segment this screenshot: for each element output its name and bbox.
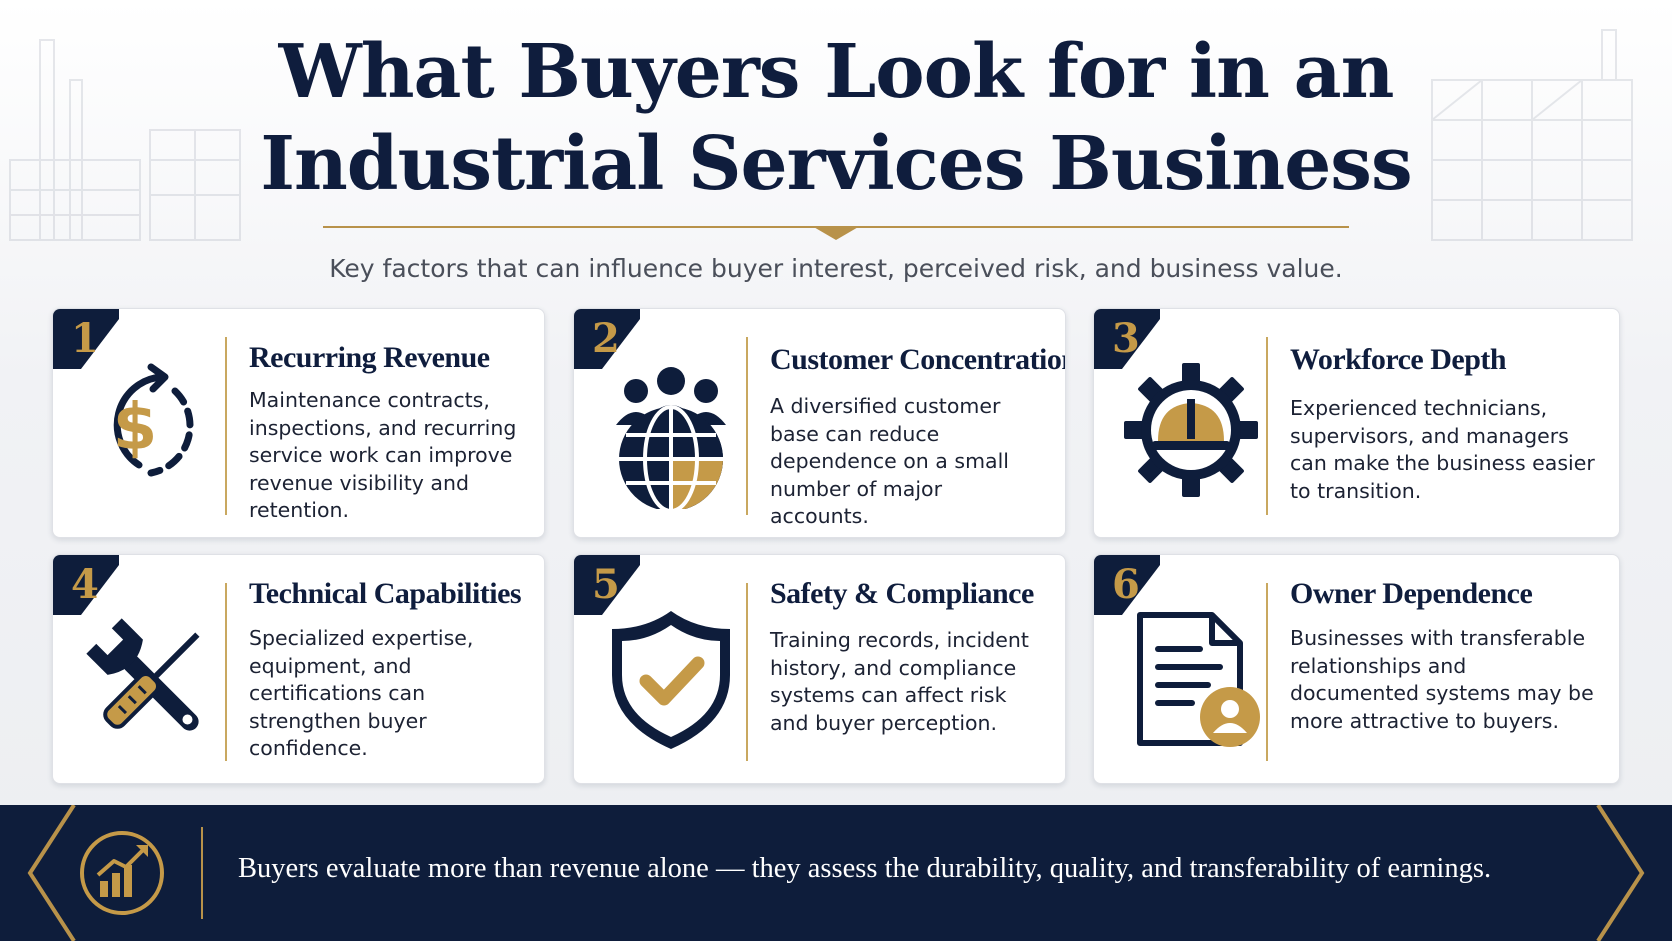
factor-card-owner-dependence: 6 Owner Dependence Businesses with trans…: [1093, 554, 1620, 784]
card-description: Businesses with transferable relationshi…: [1290, 626, 1594, 733]
people-globe-icon: [616, 367, 726, 509]
card-title: Owner Dependence: [1290, 577, 1533, 610]
right-chevron-icon: [1596, 805, 1645, 941]
footer-banner: Buyers evaluate more than revenue alone …: [0, 805, 1672, 941]
card-divider: [225, 583, 227, 761]
page-title-line-2: Industrial Services Business: [260, 121, 1412, 207]
card-divider: [746, 583, 748, 761]
number-badge: [574, 309, 640, 369]
card-number: 4: [71, 561, 99, 608]
factor-card-recurring-revenue: 1 $ Recurring Revenue Maintenance contra…: [52, 308, 545, 538]
svg-text:$: $: [113, 391, 158, 465]
gear-hardhat-icon: [1124, 363, 1258, 497]
factor-card-customer-concentration: 2 Customer Concentration A diversified c…: [573, 308, 1066, 538]
footer-message: Buyers evaluate more than revenue alone …: [238, 853, 1492, 884]
industrial-skyline-left-graphic: [9, 39, 241, 241]
card-divider: [1266, 337, 1268, 515]
card-description: Maintenance contracts, inspections, and …: [249, 388, 517, 522]
shield-check-icon: [612, 611, 730, 749]
card-description: A diversified customer base can reduce d…: [770, 394, 1009, 528]
factor-card-technical-capabilities: 4 Technical Capabilities Specialized exp…: [52, 554, 545, 784]
factor-card-safety-compliance: 5 Safety & Compliance Training records, …: [573, 554, 1066, 784]
title-divider-diamond-icon: [812, 226, 860, 240]
card-description: Experienced technicians, supervisors, an…: [1290, 396, 1595, 503]
document-person-icon: [1137, 612, 1260, 747]
card-divider: [225, 337, 227, 515]
card-number: 2: [592, 315, 620, 362]
page-subtitle: Key factors that can influence buyer int…: [329, 254, 1343, 283]
card-number: 6: [1112, 561, 1140, 608]
left-chevron-icon: [27, 805, 76, 941]
card-description: Training records, incident history, and …: [770, 628, 1029, 735]
number-badge: [1094, 309, 1160, 369]
factor-card-workforce-depth: 3 Workforce Depth Experienced technician…: [1093, 308, 1620, 538]
growth-chart-icon: [80, 831, 164, 915]
card-title: Safety & Compliance: [770, 577, 1034, 610]
card-description: Specialized expertise, equipment, and ce…: [249, 626, 474, 760]
card-number: 1: [71, 315, 99, 362]
card-title: Workforce Depth: [1290, 343, 1507, 376]
card-divider: [746, 337, 748, 515]
number-badge: [574, 555, 640, 615]
dollar-cycle-icon: $: [113, 363, 194, 477]
page-title: What Buyers Look for in an Industrial Se…: [0, 26, 1672, 210]
card-title: Recurring Revenue: [249, 341, 490, 374]
industrial-skyline-right-graphic: [1431, 29, 1633, 241]
page-title-line-1: What Buyers Look for in an: [278, 29, 1395, 115]
card-title: Customer Concentration: [770, 343, 1066, 376]
card-divider: [1266, 583, 1268, 761]
wrench-screwdriver-icon: [86, 618, 200, 731]
card-number: 5: [592, 561, 620, 608]
number-badge: [53, 309, 119, 369]
card-number: 3: [1112, 315, 1140, 362]
footer-divider: [201, 827, 203, 919]
card-title: Technical Capabilities: [249, 577, 522, 610]
number-badge: [1094, 555, 1160, 615]
number-badge: [53, 555, 119, 615]
